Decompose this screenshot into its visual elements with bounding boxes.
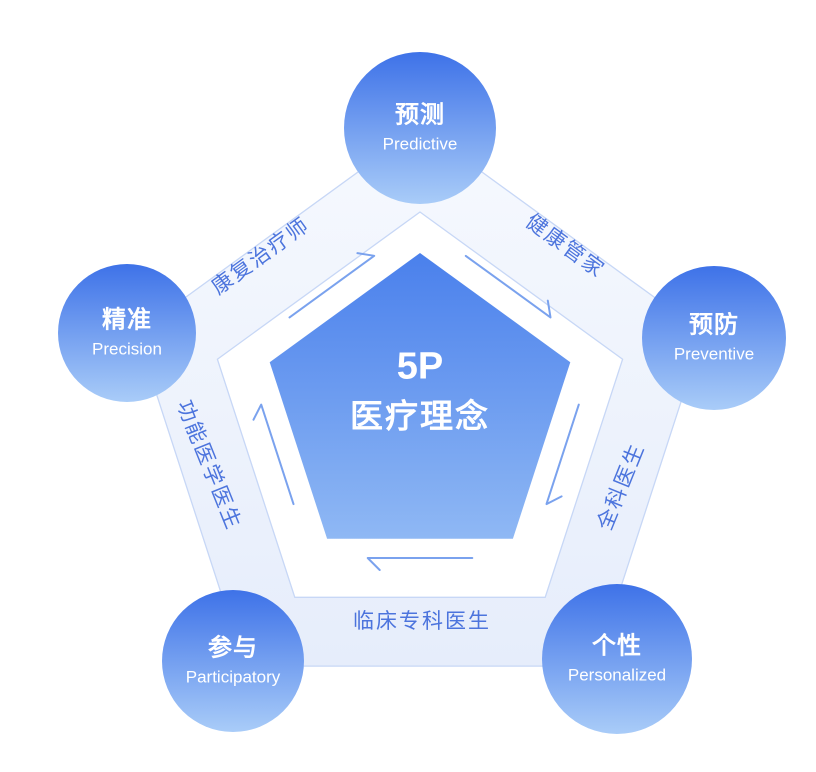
arrow-precision-to-predictive-icon [288,252,376,319]
arrow-personalized-to-participatory-icon [366,557,474,571]
node-circle-precision [58,264,196,402]
center-pentagon [269,253,571,539]
node-circle-participatory [162,590,304,732]
node-circle-preventive [642,266,786,410]
arrow-participatory-to-precision-icon [252,403,295,506]
node-circle-personalized [542,584,692,734]
arrow-preventive-to-personalized-icon [545,403,580,506]
flow-arrows [252,252,580,571]
arrow-predictive-to-preventive-icon [464,254,552,319]
node-circle-predictive [344,52,496,204]
